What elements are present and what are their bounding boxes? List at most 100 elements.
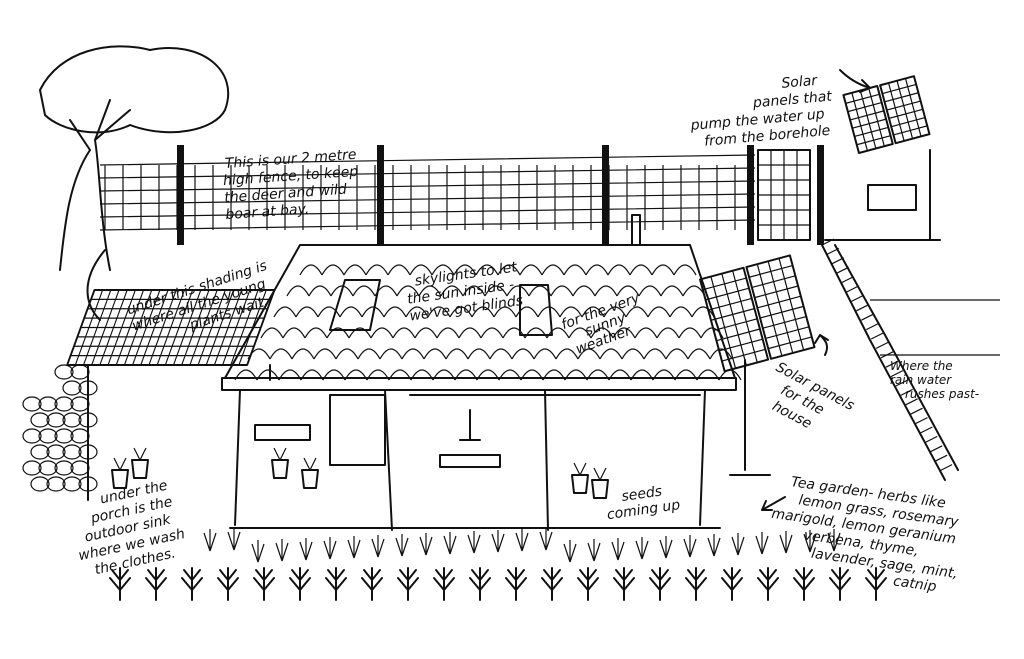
rain-line: rain water bbox=[890, 373, 952, 387]
stone bbox=[22, 428, 42, 444]
potted-plant bbox=[113, 457, 127, 471]
roof-tile bbox=[691, 306, 715, 318]
roof-tile bbox=[352, 285, 376, 297]
herb-plant bbox=[757, 567, 779, 601]
arrow-icon bbox=[86, 249, 106, 321]
grid-line bbox=[868, 88, 885, 147]
grid-line bbox=[891, 117, 926, 128]
grid-line bbox=[721, 273, 747, 366]
roof-tile bbox=[440, 285, 464, 297]
roof-tile bbox=[497, 264, 521, 276]
stone bbox=[70, 428, 90, 444]
roof-tile bbox=[634, 327, 658, 339]
grid-line bbox=[884, 92, 919, 103]
herb-plant bbox=[325, 567, 347, 601]
hatch bbox=[821, 238, 835, 246]
leafy-plant bbox=[347, 536, 361, 559]
tree bbox=[39, 45, 230, 271]
arrow-icon bbox=[814, 334, 829, 356]
panel-pole bbox=[729, 359, 771, 476]
hatch bbox=[851, 294, 864, 302]
grid-line bbox=[759, 305, 804, 319]
roof-tile bbox=[343, 264, 367, 276]
roof-tile bbox=[669, 306, 693, 318]
leafy-plant bbox=[779, 531, 793, 554]
leafy-plant bbox=[731, 533, 745, 556]
leafy-plant bbox=[611, 538, 625, 561]
roof-tile bbox=[616, 285, 640, 297]
grid-line bbox=[893, 125, 928, 136]
leafy-plant bbox=[587, 539, 601, 562]
grid-line bbox=[851, 92, 868, 151]
grid-line bbox=[757, 295, 801, 309]
roof-tile bbox=[603, 306, 627, 318]
fence-post bbox=[817, 145, 824, 245]
roof-tile bbox=[541, 264, 565, 276]
hatch bbox=[836, 266, 850, 274]
grid-line bbox=[886, 100, 921, 111]
roof-tile bbox=[423, 348, 447, 360]
fence-annotation: This is our 2 metre high fence, to keep … bbox=[221, 146, 365, 223]
roof-tile bbox=[445, 348, 469, 360]
stone bbox=[46, 412, 66, 428]
roof-tile bbox=[519, 264, 543, 276]
roof-tile bbox=[357, 348, 381, 360]
hatch bbox=[875, 341, 889, 349]
hatch bbox=[925, 435, 938, 443]
grid-line bbox=[859, 90, 877, 149]
roof-tile bbox=[594, 285, 618, 297]
stone bbox=[62, 380, 82, 396]
stone bbox=[70, 396, 90, 412]
pump-box bbox=[867, 184, 917, 211]
grid-line bbox=[847, 102, 882, 113]
flower-pot bbox=[111, 469, 129, 489]
fence-post bbox=[377, 145, 384, 245]
leafy-plant bbox=[635, 537, 649, 560]
grid-line bbox=[768, 336, 812, 350]
hatch bbox=[846, 285, 859, 293]
roof-tile bbox=[651, 264, 675, 276]
stone bbox=[62, 412, 82, 428]
leafy-plant bbox=[443, 532, 457, 555]
herb-plant bbox=[433, 567, 455, 601]
herb-plant bbox=[181, 567, 203, 601]
fence-post bbox=[747, 145, 754, 245]
grid-line bbox=[732, 270, 758, 363]
roof-tile bbox=[559, 306, 583, 318]
leafy-plant bbox=[203, 529, 217, 552]
hatch bbox=[856, 304, 869, 312]
roof-tile bbox=[458, 327, 482, 339]
stone bbox=[62, 476, 82, 492]
grid-line bbox=[845, 93, 880, 104]
pump-panels-annotation: Solar panels that pump the water up from… bbox=[686, 71, 840, 151]
leafy-plant bbox=[275, 539, 289, 562]
house-panels-annotation: Solar panels for the house bbox=[756, 359, 861, 448]
roof-tile bbox=[502, 327, 526, 339]
stone bbox=[46, 476, 66, 492]
roof-tile bbox=[379, 348, 403, 360]
leafy-plant bbox=[395, 534, 409, 557]
hatch bbox=[831, 257, 845, 265]
tea-line: catnip bbox=[892, 573, 937, 595]
stone bbox=[30, 444, 50, 460]
grid-line bbox=[719, 338, 763, 352]
roof-tile bbox=[524, 327, 548, 339]
roof-tile bbox=[414, 327, 438, 339]
arrow-icon bbox=[761, 496, 786, 511]
roof-tile bbox=[555, 348, 579, 360]
roof-tile bbox=[629, 264, 653, 276]
roof-tile bbox=[506, 285, 530, 297]
chimney bbox=[631, 214, 641, 246]
potted-plant bbox=[573, 462, 587, 476]
shade-net bbox=[66, 289, 276, 366]
roof-tile bbox=[427, 306, 451, 318]
roof-tile bbox=[313, 348, 337, 360]
leafy-plant bbox=[827, 529, 841, 552]
herb-plant bbox=[397, 567, 419, 601]
herb-plant bbox=[829, 567, 851, 601]
grid-line bbox=[852, 118, 887, 129]
roof-tile bbox=[475, 264, 499, 276]
roof-tile bbox=[621, 348, 645, 360]
roof-tile bbox=[431, 264, 455, 276]
leafy-plant bbox=[251, 540, 265, 563]
